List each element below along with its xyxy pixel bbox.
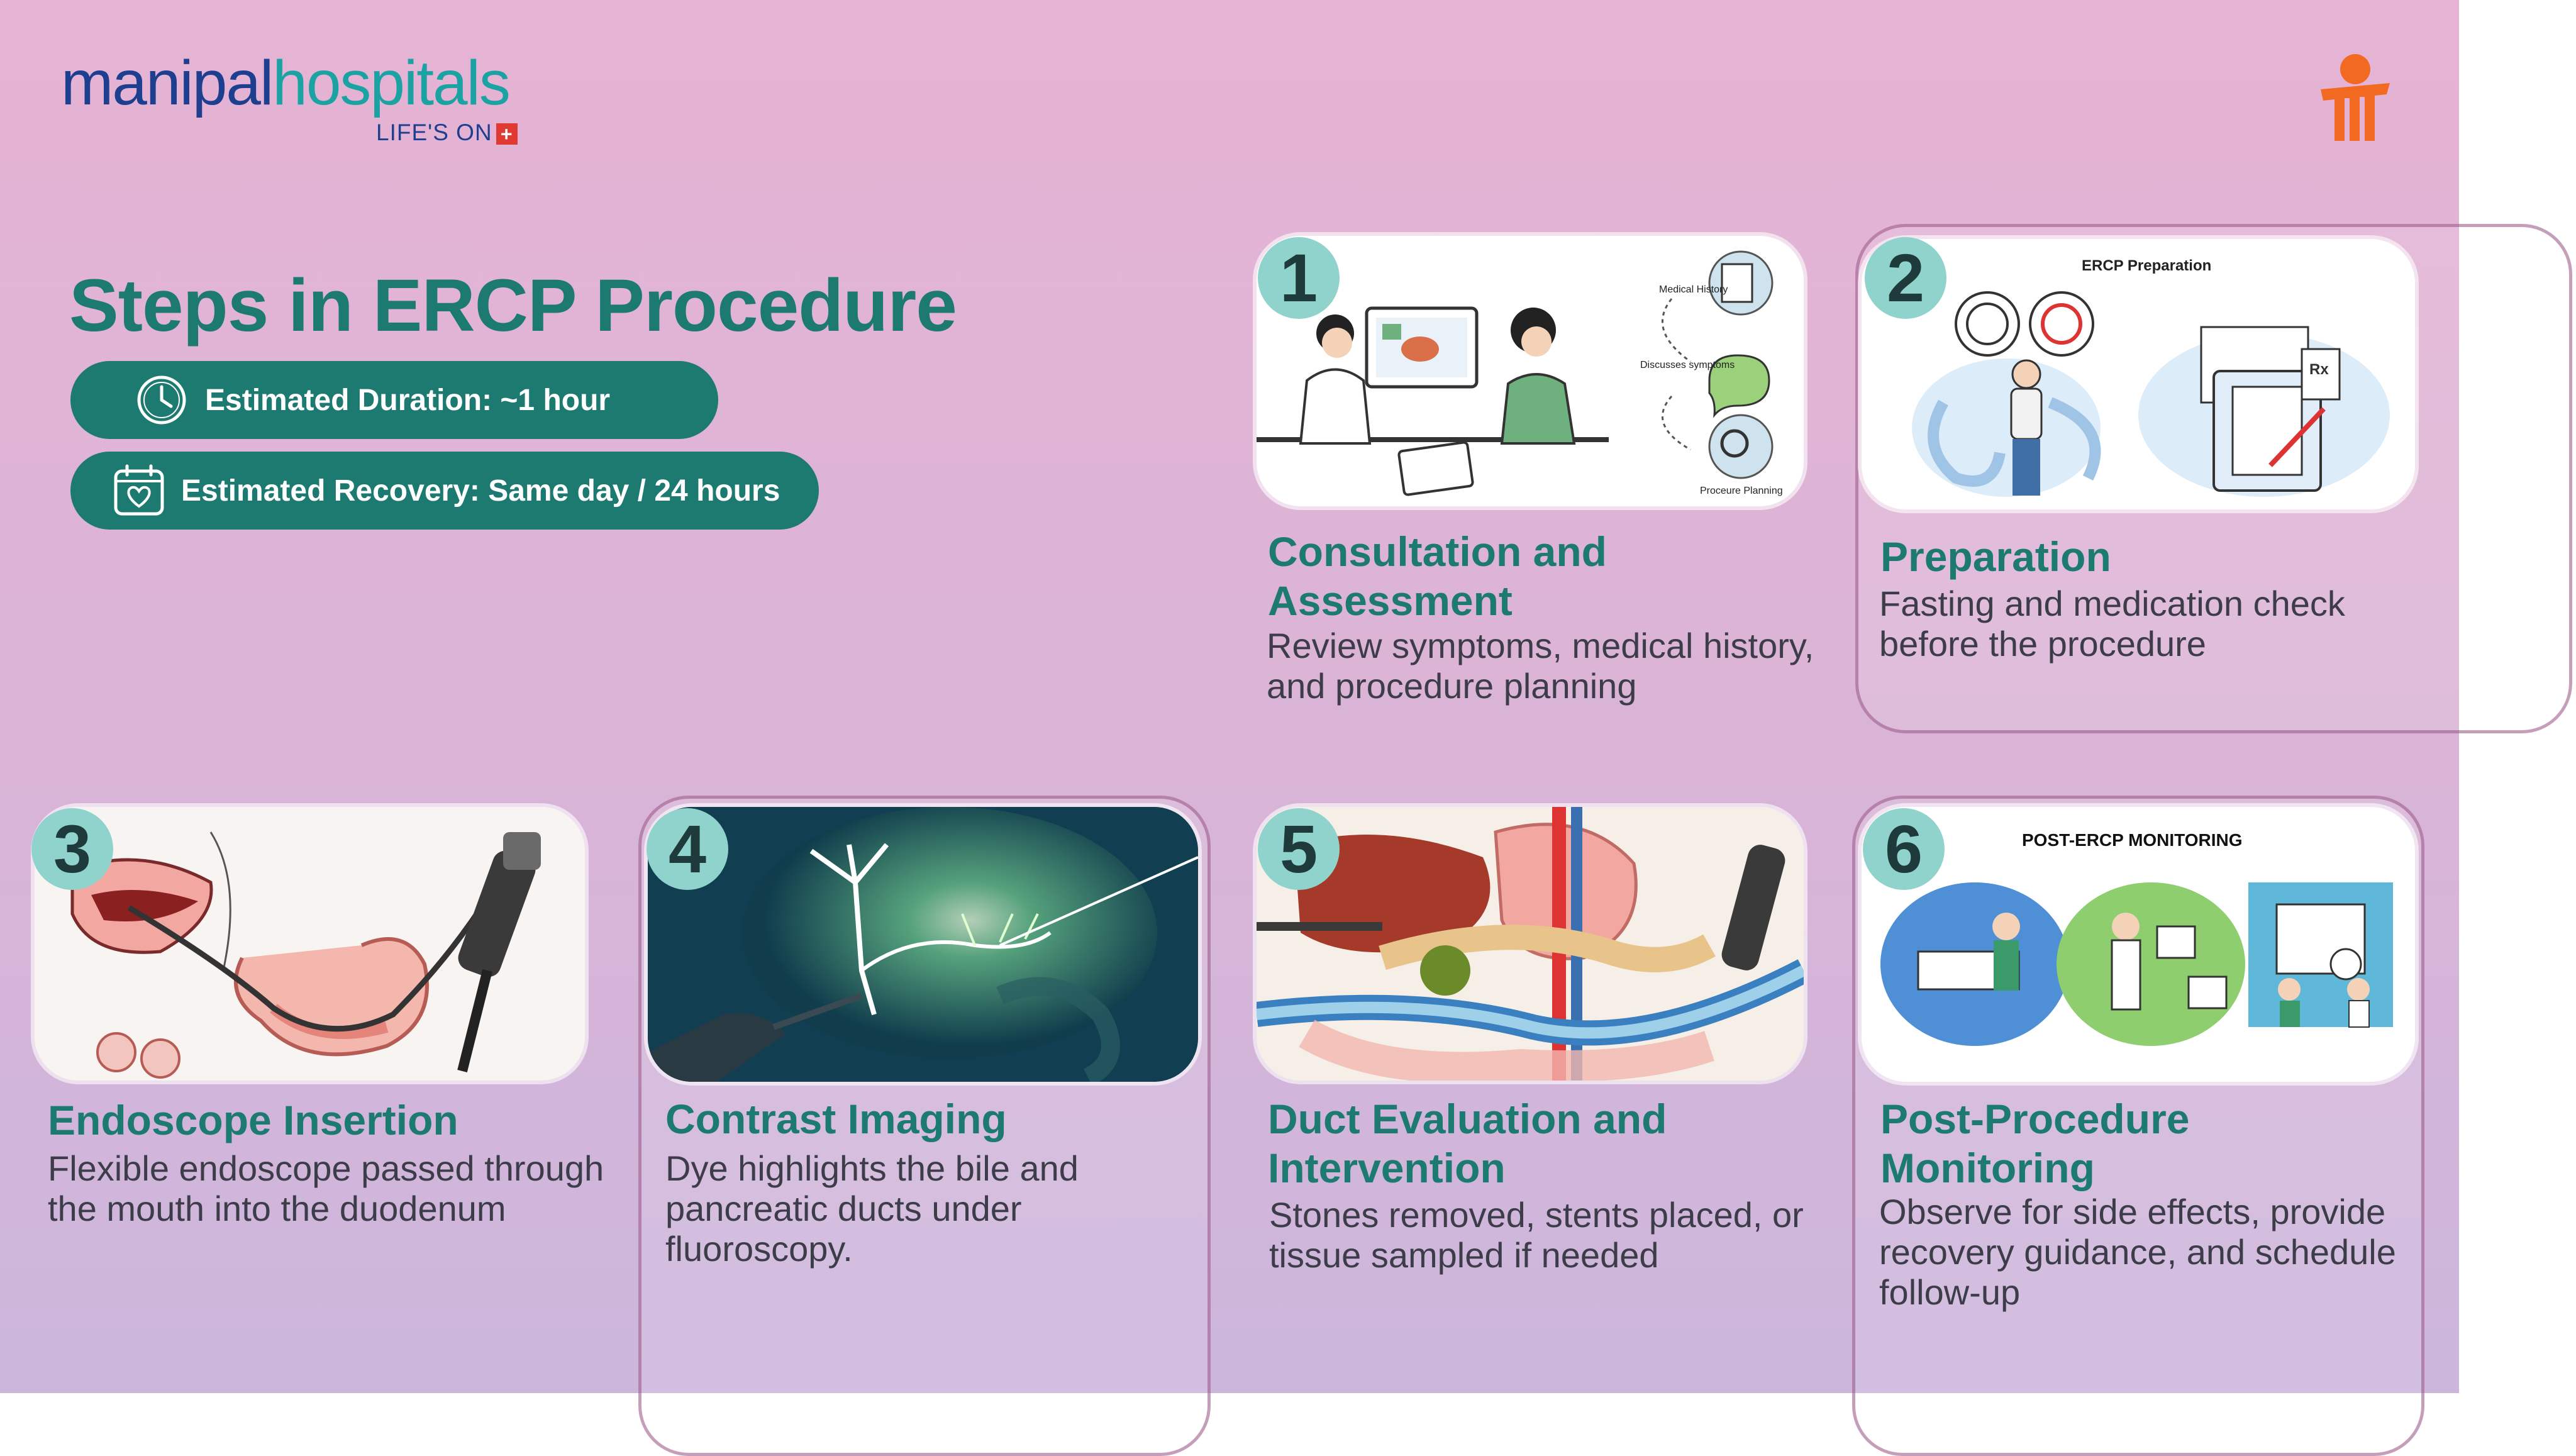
brand-mark-icon: [2321, 54, 2390, 141]
step-5-number: 5: [1258, 808, 1340, 890]
step-6-image: POST-ERCP MONITORING: [1862, 807, 2415, 1082]
step-5-image: [1257, 807, 1804, 1081]
step-5-desc: Stones removed, stents placed, or tissue…: [1269, 1195, 1804, 1275]
step-5-title: Duct Evaluation and Intervention: [1268, 1096, 1667, 1191]
step-3-number: 3: [31, 808, 113, 890]
step-3-desc: Flexible endoscope passed through the mo…: [48, 1148, 604, 1228]
duration-pill: Estimated Duration: ~1 hour: [70, 361, 718, 439]
step-3-image: [35, 807, 585, 1081]
step-1-title: Consultation and Assessment: [1268, 528, 1607, 624]
step-4-desc: Dye highlights the bile and pancreatic d…: [665, 1148, 1079, 1269]
step-4-image: [648, 807, 1198, 1082]
svg-text:Rx: Rx: [2309, 361, 2329, 378]
page-background: [0, 0, 2459, 1393]
ercp-preparation-label: ERCP Preparation: [2082, 257, 2211, 274]
procedure-planning-label: Proceure Planning: [1700, 486, 1783, 496]
post-ercp-monitoring-label: POST-ERCP MONITORING: [2022, 830, 2243, 850]
step-2-title: Preparation: [1880, 533, 2111, 580]
step-2-image: ERCP Preparation Rx: [1862, 239, 2415, 509]
preparation-illustration: ERCP Preparation Rx: [1912, 257, 2390, 497]
post-monitoring-illustration: POST-ERCP MONITORING: [1880, 830, 2393, 1046]
duct-evaluation-illustration: [1257, 807, 1804, 1081]
medical-history-label: Medical History: [1659, 284, 1728, 295]
logo-tagline: LIFE'S ON+: [376, 119, 518, 146]
step-2-number: 2: [1865, 237, 1946, 319]
manipal-hospitals-logo: manipalhospitals: [61, 48, 511, 118]
endoscope-insertion-illustration: [35, 807, 585, 1081]
clock-icon: [137, 375, 186, 425]
step-6-desc: Observe for side effects, provide recove…: [1879, 1192, 2396, 1312]
step-2-desc: Fasting and medication check before the …: [1879, 584, 2345, 664]
contrast-imaging-illustration: [648, 807, 1198, 1082]
red-plus-icon: +: [496, 123, 518, 145]
step-4-number: 4: [647, 808, 728, 890]
step-1-desc: Review symptoms, medical history, and pr…: [1267, 626, 1814, 706]
step-3-title: Endoscope Insertion: [48, 1097, 458, 1143]
recovery-pill: Estimated Recovery: Same day / 24 hours: [70, 452, 819, 530]
recovery-label: Estimated Recovery: Same day / 24 hours: [181, 474, 780, 508]
step-1-image: Medical History Discusses symptoms Proce…: [1257, 236, 1804, 506]
step-1-number: 1: [1258, 237, 1340, 319]
step-4-title: Contrast Imaging: [665, 1096, 1007, 1142]
step-6-number: 6: [1863, 808, 1945, 890]
consultation-illustration: Medical History Discusses symptoms Proce…: [1257, 250, 1783, 496]
calendar-heart-icon: [114, 464, 164, 516]
discusses-symptoms-label: Discusses symptoms: [1640, 360, 1735, 370]
step-6-title: Post-Procedure Monitoring: [1880, 1096, 2190, 1191]
duration-label: Estimated Duration: ~1 hour: [205, 383, 611, 417]
page-title: Steps in ERCP Procedure: [69, 264, 957, 347]
